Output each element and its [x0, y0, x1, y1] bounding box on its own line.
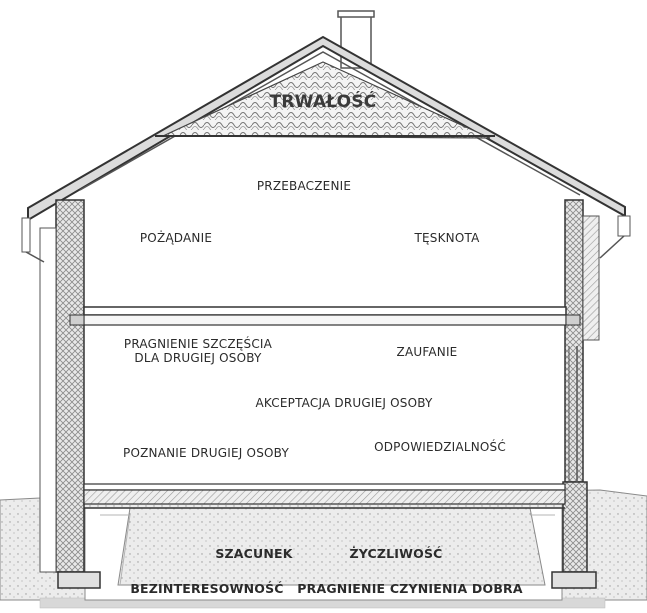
attic-floor: [69, 306, 581, 326]
foundation-respect-label: SZACUNEK: [215, 546, 293, 561]
roof-title: TRWAŁOŚĆ: [269, 92, 377, 112]
ground-wish-label: PRAGNIENIE SZCZĘŚCIA DLA DRUGIEJ OSOBY: [124, 337, 272, 366]
footings: [57, 571, 597, 589]
attic-center-label: PRZEBACZENIE: [256, 179, 352, 193]
attic-right-label: TĘSKNOTA: [414, 231, 480, 245]
ground-floor-slab: [83, 483, 566, 509]
ground-wish-line1: PRAGNIENIE SZCZĘŚCIA: [123, 337, 273, 351]
gutters: [21, 215, 631, 263]
ground-wish-line2: DLA DRUGIEJ OSOBY: [134, 351, 262, 366]
foundation-selflessness-label: BEZINTERESOWNOŚĆ: [130, 581, 284, 596]
ground-responsibility-label: ODPOWIEDZIALNOŚĆ: [374, 440, 506, 454]
foundation-kindness-label: ŻYCZLIWOŚĆ: [349, 546, 443, 561]
ground-acceptance-label: AKCEPTACJA DRUGIEJ OSOBY: [255, 396, 433, 410]
foundation-doing-good-label: PRAGNIENIE CZYNIENIA DOBRA: [297, 581, 523, 596]
walls: [39, 199, 600, 573]
ground-trust-label: ZAUFANIE: [396, 345, 458, 359]
ground-knowing-label: POZNANIE DRUGIEJ OSOBY: [123, 446, 289, 460]
attic-left-label: POŻĄDANIE: [139, 231, 213, 245]
